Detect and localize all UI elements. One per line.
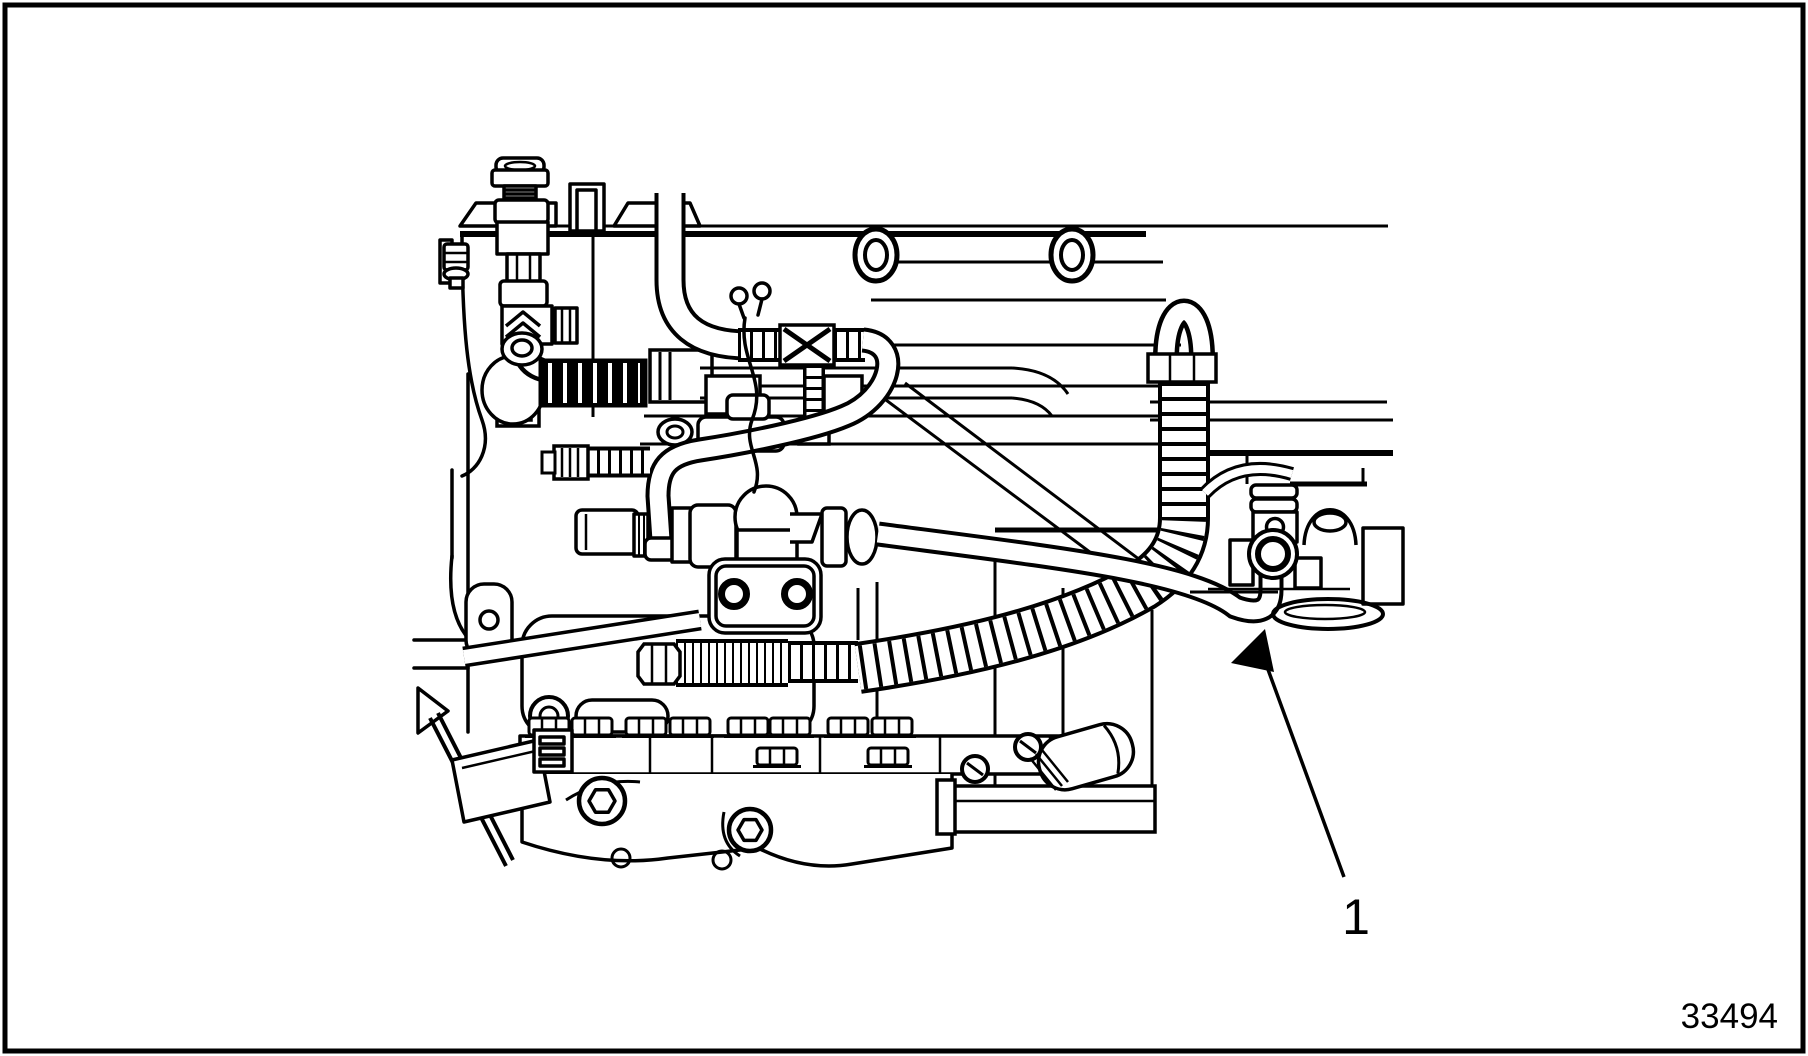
sub-rail (951, 784, 1157, 834)
bracket-bolt-left (438, 238, 470, 290)
right-block (1361, 526, 1405, 606)
callout-label: 1 (1342, 889, 1370, 945)
loop-hose (1146, 298, 1218, 384)
bell-arch (1302, 508, 1358, 546)
hex-section (505, 252, 542, 284)
corrugated-loom-short (540, 444, 650, 481)
loom-hex-fitting (636, 639, 858, 687)
flange-nut (566, 716, 618, 739)
flange-nut (866, 716, 918, 739)
socket-bolt (576, 775, 628, 827)
side-nut (553, 306, 579, 345)
flange-nut (620, 716, 672, 739)
callout-arrow-shaft (1264, 663, 1346, 878)
flange-nut (764, 716, 816, 739)
check-valve (574, 484, 879, 569)
flange-nut (862, 746, 914, 769)
valve-bracket (707, 557, 823, 635)
drip-pan (1271, 597, 1385, 631)
coupler (845, 508, 879, 566)
bracket-bolt-hole (718, 578, 750, 610)
head-bolt-hole (1048, 226, 1096, 284)
wire-tie (729, 281, 772, 494)
thread-section (502, 184, 538, 204)
callout-arrowhead (1231, 629, 1274, 672)
slotted-screw (960, 754, 990, 784)
flange-nut (664, 716, 716, 739)
elbow-fitting (1190, 461, 1405, 631)
supply-tube-top (654, 193, 749, 361)
connector-body (450, 738, 552, 824)
elbow-nut (1249, 497, 1299, 514)
heat-shrink-sleeve (538, 358, 648, 408)
loom-hex-nut (636, 642, 682, 686)
harness-connector (416, 686, 574, 867)
loop-hex-nut (1146, 352, 1218, 384)
callout-1: 1 (1231, 629, 1370, 945)
corrugated-conduit-main (854, 382, 1210, 694)
head-bolt-hole (852, 226, 900, 284)
figure-number: 33494 (1681, 997, 1778, 1036)
hex-block (935, 778, 957, 836)
fuel-hose-1 (462, 521, 1284, 668)
flange-nut (751, 746, 803, 769)
flange-nut (822, 716, 874, 739)
flange-rail (518, 734, 1098, 776)
flange-nut (722, 716, 774, 739)
pressure-sensor-fitting (438, 156, 579, 385)
descent-tube (645, 327, 901, 541)
elbow-nut (1249, 483, 1299, 500)
bracket-bolt-hole (781, 578, 813, 610)
socket-bolt (726, 806, 774, 854)
oil-filter-area (935, 721, 1157, 836)
